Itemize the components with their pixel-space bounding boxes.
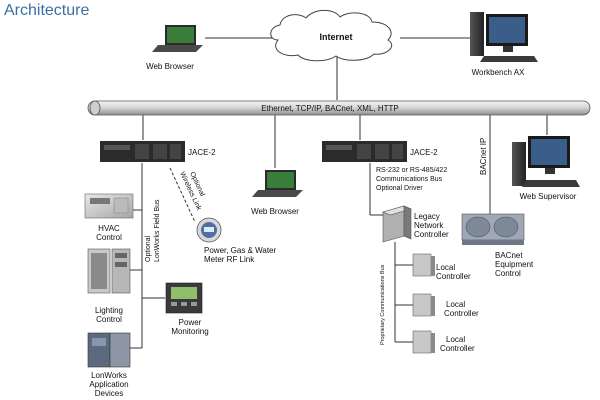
backbone-label: Ethernet, TCP/IP, BACnet, XML, HTTP (261, 104, 399, 113)
ethernet-backbone (87, 100, 591, 116)
bacnet-equipment-label-1: BACnet (495, 251, 523, 260)
legacy-label-1: Legacy (414, 212, 440, 221)
desktop-computer-icon (470, 12, 538, 62)
local-controller-icon (412, 293, 435, 317)
power-monitor-icon (165, 282, 203, 314)
power-monitoring-label-1: Power (179, 318, 202, 327)
lighting-label-2: Control (96, 315, 122, 324)
jace-controller-icon (100, 141, 185, 162)
jace-right-label: JACE-2 (410, 148, 438, 157)
serial-bus-label-2: Communications Bus (376, 176, 443, 183)
internet-label: Internet (319, 32, 352, 42)
lighting-label-1: Lighting (95, 306, 123, 315)
local-controller-2-label-1: Local (446, 300, 465, 309)
local-controller-1-label-1: Local (436, 263, 455, 272)
lonworks-devices-label-1: LonWorks (91, 371, 127, 380)
lonworks-bus-label-2: LonWorks Field Bus (154, 199, 161, 262)
page-title: Architecture (4, 2, 90, 19)
hvac-label-1: HVAC (98, 224, 120, 233)
chiller-icon (461, 213, 525, 245)
local-controller-icon (412, 330, 435, 354)
local-controller-3-label-2: Controller (440, 344, 475, 353)
local-controller-icon (412, 253, 435, 277)
local-controller-3-label-1: Local (446, 335, 465, 344)
meter-icon (196, 217, 222, 243)
web-browser-top-label: Web Browser (146, 62, 194, 71)
workbench-label: Workbench AX (472, 68, 525, 77)
jace-controller-icon (322, 141, 407, 162)
laptop-icon (152, 25, 203, 52)
bacnet-ip-label: BACnet IP (479, 138, 488, 175)
internet-cloud (270, 9, 393, 62)
meter-label-2: Meter RF Link (204, 255, 255, 264)
connection-lines (130, 37, 548, 349)
legacy-label-3: Controller (414, 230, 449, 239)
serial-bus-label-1: RS-232 or RS-485/422 (376, 167, 447, 174)
jace-left-label: JACE-2 (188, 148, 216, 157)
serial-bus-label-3: Optional Driver (376, 185, 423, 192)
bacnet-equipment-label-3: Control (495, 269, 521, 278)
legacy-label-2: Network (414, 221, 444, 230)
web-browser-mid-label: Web Browser (251, 207, 299, 216)
laptop-icon (252, 170, 303, 197)
lonworks-bus-label-1: Optional (145, 235, 152, 262)
lighting-panel-icon (87, 248, 131, 294)
power-monitoring-label-2: Monitoring (171, 327, 208, 336)
local-controller-1-label-2: Controller (436, 272, 471, 281)
legacy-controller-icon (382, 205, 412, 243)
desktop-computer-icon (512, 136, 580, 187)
meter-label-1: Power, Gas & Water (204, 246, 277, 255)
hvac-label-2: Control (96, 233, 122, 242)
proprietary-bus-label: Proprietary Communications Bus (380, 264, 386, 345)
lonworks-devices-label-3: Devices (95, 389, 123, 398)
lonworks-devices-label-2: Application (89, 380, 128, 389)
web-supervisor-label: Web Supervisor (520, 192, 577, 201)
bacnet-equipment-label-2: Equipment (495, 260, 534, 269)
lonworks-device-icon (87, 332, 131, 368)
local-controller-2-label-2: Controller (444, 309, 479, 318)
hvac-controller-icon (84, 193, 134, 219)
